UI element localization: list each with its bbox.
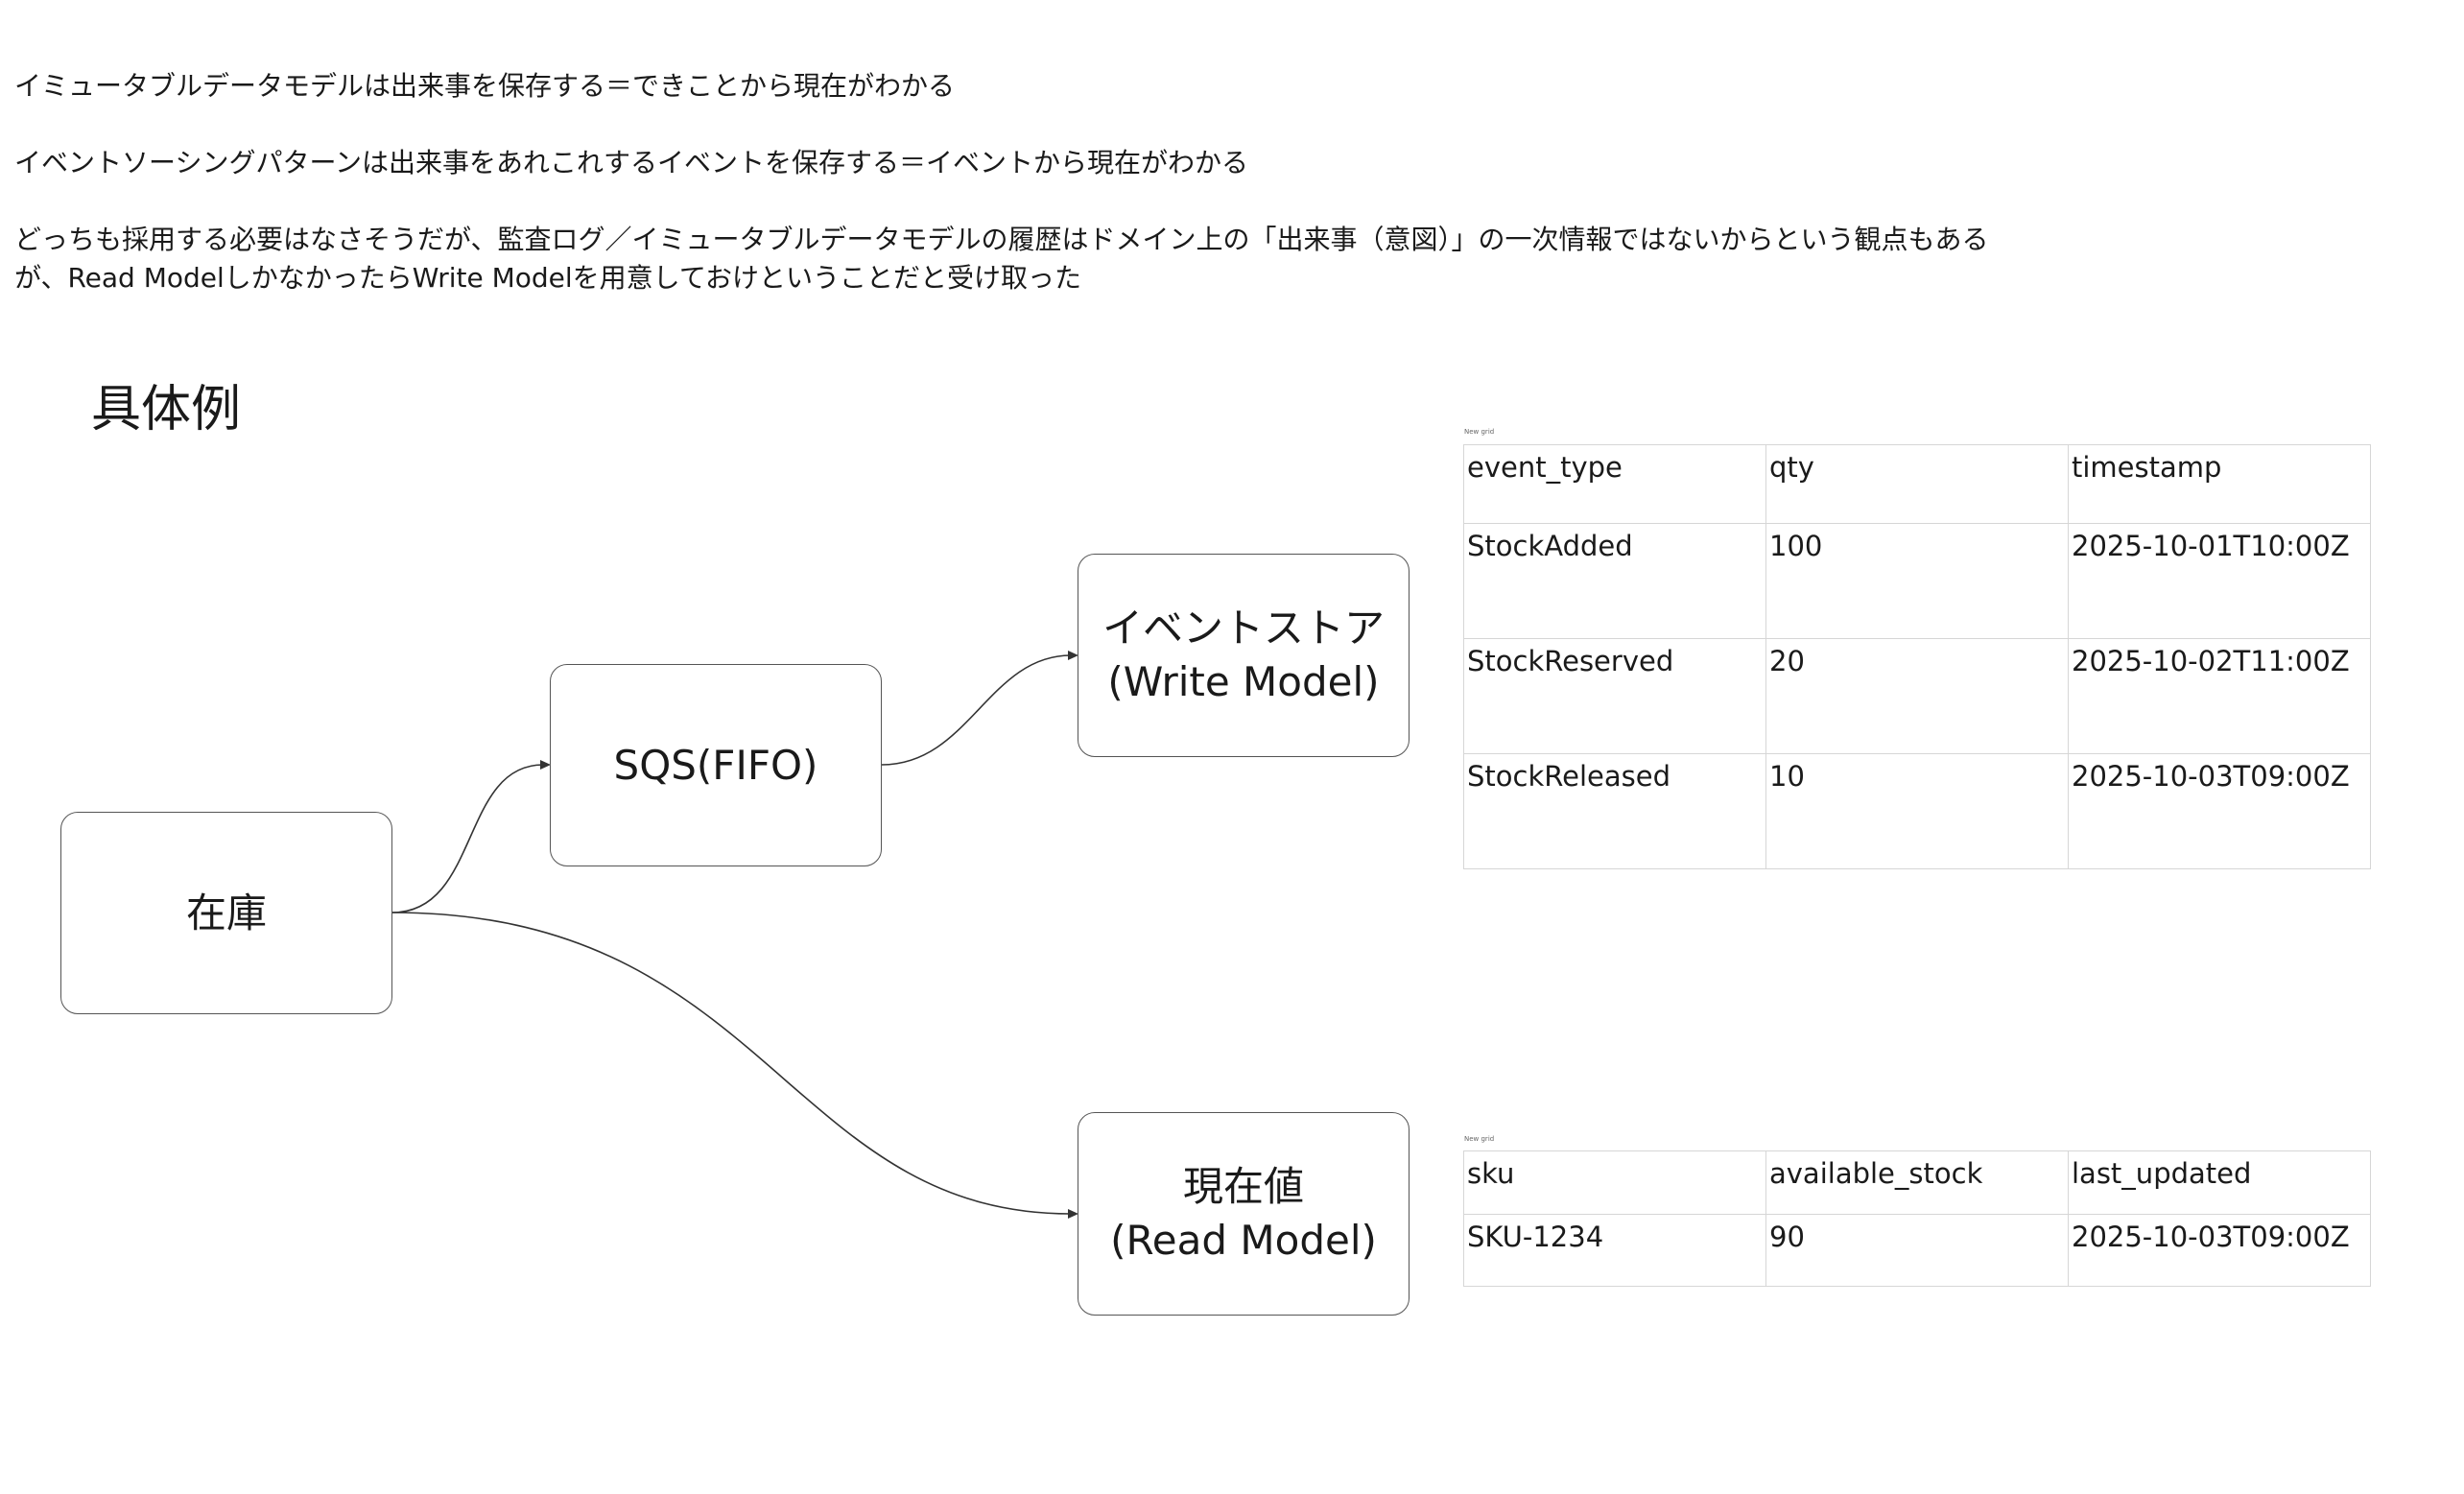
node-event-store-line-2: (Write Model) (1107, 658, 1380, 705)
events-grid-cell[interactable]: 10 (1765, 753, 2069, 869)
events-grid-header-cell[interactable]: timestamp (2068, 444, 2371, 524)
current-grid-header-cell[interactable]: sku (1463, 1150, 1766, 1215)
current-grid-cell[interactable]: 2025-10-03T09:00Z (2068, 1214, 2371, 1287)
current-grid-header-cell[interactable]: available_stock (1765, 1150, 2069, 1215)
events-grid-cell[interactable]: 2025-10-01T10:00Z (2068, 523, 2371, 639)
events-grid-cell[interactable]: StockReserved (1463, 638, 1766, 754)
note-line-1: イミュータブルデータモデルは出来事を保存する＝できことから現在がわかる (14, 70, 956, 102)
events-grid-header-cell[interactable]: qty (1765, 444, 2069, 524)
events-grid-cell[interactable]: 2025-10-02T11:00Z (2068, 638, 2371, 754)
node-event-store[interactable]: イベントストア (Write Model) (1078, 554, 1410, 757)
note-line-2: イベントソーシングパターンは出来事をあれこれするイベントを保存する＝イベントから… (14, 147, 1249, 178)
node-read-model[interactable]: 現在値 (Read Model) (1078, 1112, 1410, 1316)
events-grid-cell[interactable]: 20 (1765, 638, 2069, 754)
node-event-store-label: イベントストア (Write Model) (1102, 602, 1385, 709)
node-inventory-line-1: 在庫 (185, 889, 267, 937)
current-grid-header-cell[interactable]: last_updated (2068, 1150, 2371, 1215)
events-grid-header-row: event_type qty timestamp (1463, 444, 2371, 524)
note-line-3: どっちも採用する必要はなさそうだが、監査ログ／イミュータブルデータモデルの履歴は… (14, 224, 1989, 255)
events-grid-cell[interactable]: 2025-10-03T09:00Z (2068, 753, 2371, 869)
current-grid-caption: New grid (1464, 1135, 1495, 1143)
events-grid-header-cell[interactable]: event_type (1463, 444, 1766, 524)
node-inventory[interactable]: 在庫 (60, 812, 392, 1014)
events-grid-row: StockReserved 20 2025-10-02T11:00Z (1463, 638, 2371, 754)
edge-zaiko-to-sqs[interactable] (391, 764, 544, 913)
current-value-grid[interactable]: sku available_stock last_updated SKU-123… (1463, 1150, 2371, 1287)
current-grid-cell[interactable]: 90 (1765, 1214, 2069, 1287)
example-heading: 具体例 (91, 381, 242, 439)
node-read-model-line-2: (Read Model) (1110, 1217, 1377, 1264)
current-grid-header-row: sku available_stock last_updated (1463, 1150, 2371, 1215)
events-grid-cell[interactable]: StockReleased (1463, 753, 1766, 869)
node-sqs-fifo[interactable]: SQS(FIFO) (550, 664, 882, 866)
node-inventory-label: 在庫 (186, 887, 267, 940)
node-event-store-line-1: イベントストア (1102, 605, 1385, 652)
current-grid-cell[interactable]: SKU-1234 (1463, 1214, 1766, 1287)
events-grid-cell[interactable]: 100 (1765, 523, 2069, 639)
events-grid-caption: New grid (1464, 428, 1495, 436)
events-grid-cell[interactable]: StockAdded (1463, 523, 1766, 639)
node-read-model-line-1: 現在値 (1182, 1163, 1304, 1210)
events-grid-row: StockReleased 10 2025-10-03T09:00Z (1463, 753, 2371, 869)
node-sqs-fifo-line-1: SQS(FIFO) (613, 741, 818, 789)
edge-zaiko-to-read-model[interactable] (391, 912, 1072, 1215)
note-line-4: が、Read ModelしかなかったらWrite Modelを用意しておけという… (14, 262, 1081, 294)
node-sqs-fifo-label: SQS(FIFO) (614, 739, 818, 793)
node-read-model-label: 現在値 (Read Model) (1110, 1160, 1377, 1268)
events-grid[interactable]: event_type qty timestamp StockAdded 100 … (1463, 444, 2371, 869)
edge-sqs-to-event-store[interactable] (881, 654, 1072, 766)
current-grid-row: SKU-1234 90 2025-10-03T09:00Z (1463, 1214, 2371, 1287)
events-grid-row: StockAdded 100 2025-10-01T10:00Z (1463, 523, 2371, 639)
